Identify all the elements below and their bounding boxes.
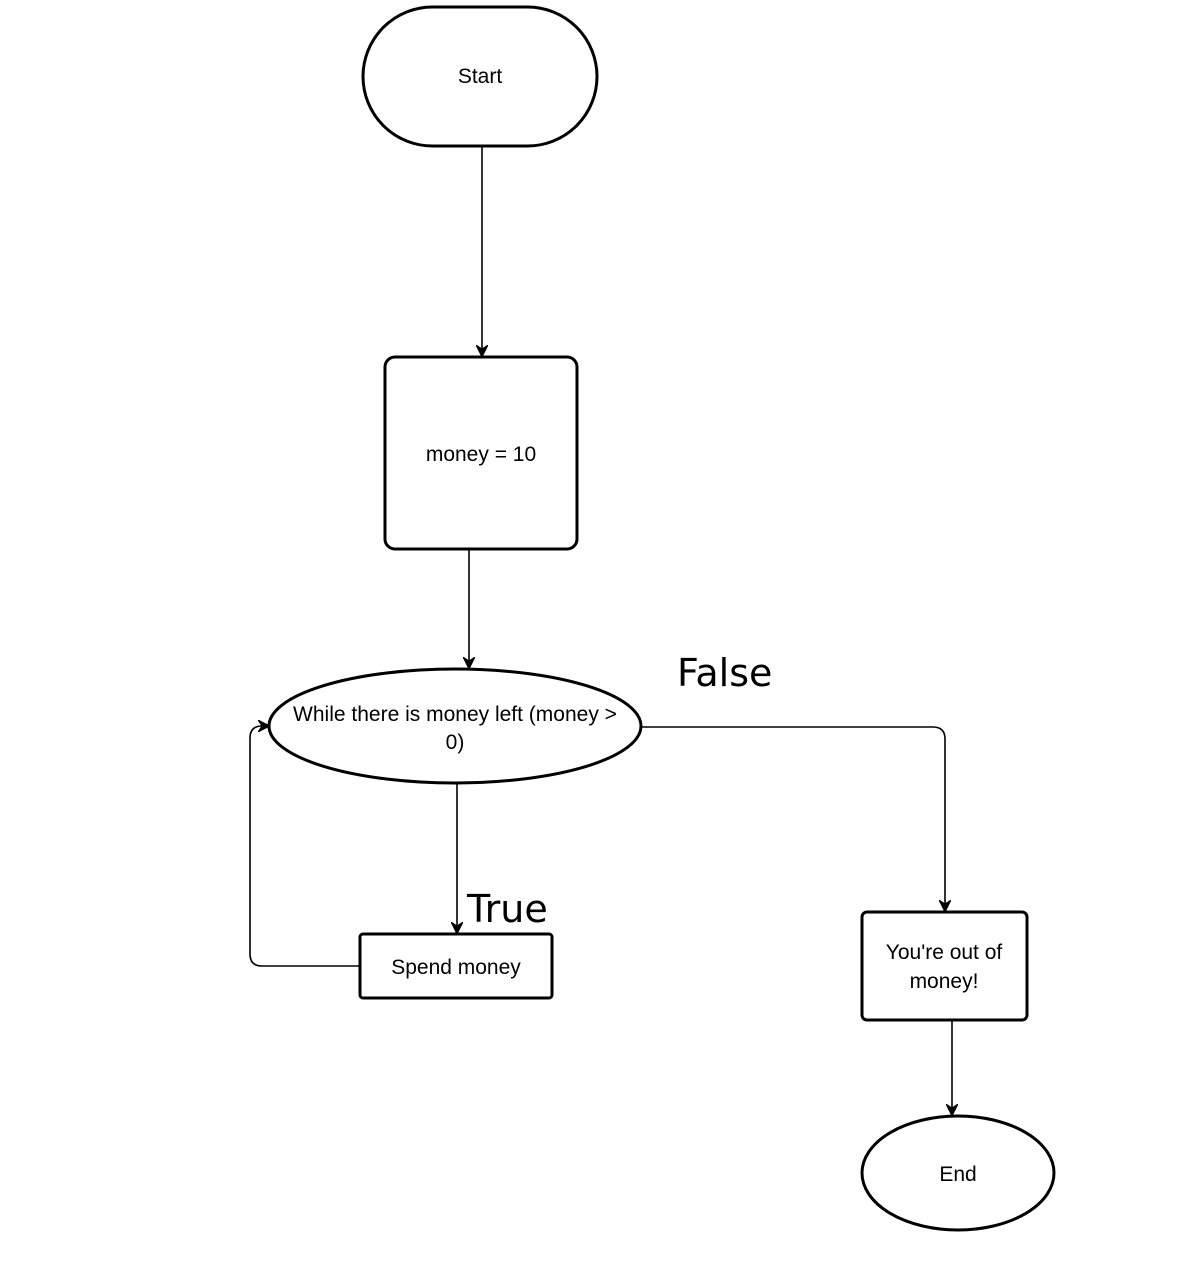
loop-ellipse-shape xyxy=(267,667,643,785)
node-spend: Spend money xyxy=(358,932,554,1000)
init-process-shape xyxy=(383,355,579,551)
node-out: You're out of money! xyxy=(860,910,1029,1022)
node-init: money = 10 xyxy=(383,355,579,551)
edge-spend-to-loop xyxy=(249,726,360,967)
edge-label-true: True xyxy=(466,887,548,931)
out-label-line2: money! xyxy=(910,970,979,993)
node-loop: While there is money left (money > 0) xyxy=(267,667,643,785)
out-process-shape xyxy=(860,910,1029,1022)
node-end: End xyxy=(860,1114,1056,1232)
end-ellipse-shape xyxy=(860,1114,1056,1232)
out-label-line1: You're out of xyxy=(886,941,1003,964)
end-label: End xyxy=(939,1163,976,1186)
init-label: money = 10 xyxy=(426,443,536,466)
spend-label: Spend money xyxy=(391,956,521,979)
start-label: Start xyxy=(458,65,503,88)
start-terminal-shape xyxy=(361,5,599,148)
loop-label-line1: While there is money left (money > xyxy=(293,703,617,726)
edge-loop-to-out-false xyxy=(641,726,945,910)
edges xyxy=(249,147,952,1114)
edge-label-false: False xyxy=(677,651,772,695)
spend-process-shape xyxy=(358,932,554,1000)
node-start: Start xyxy=(361,5,599,148)
loop-label-line2: 0) xyxy=(446,731,465,754)
